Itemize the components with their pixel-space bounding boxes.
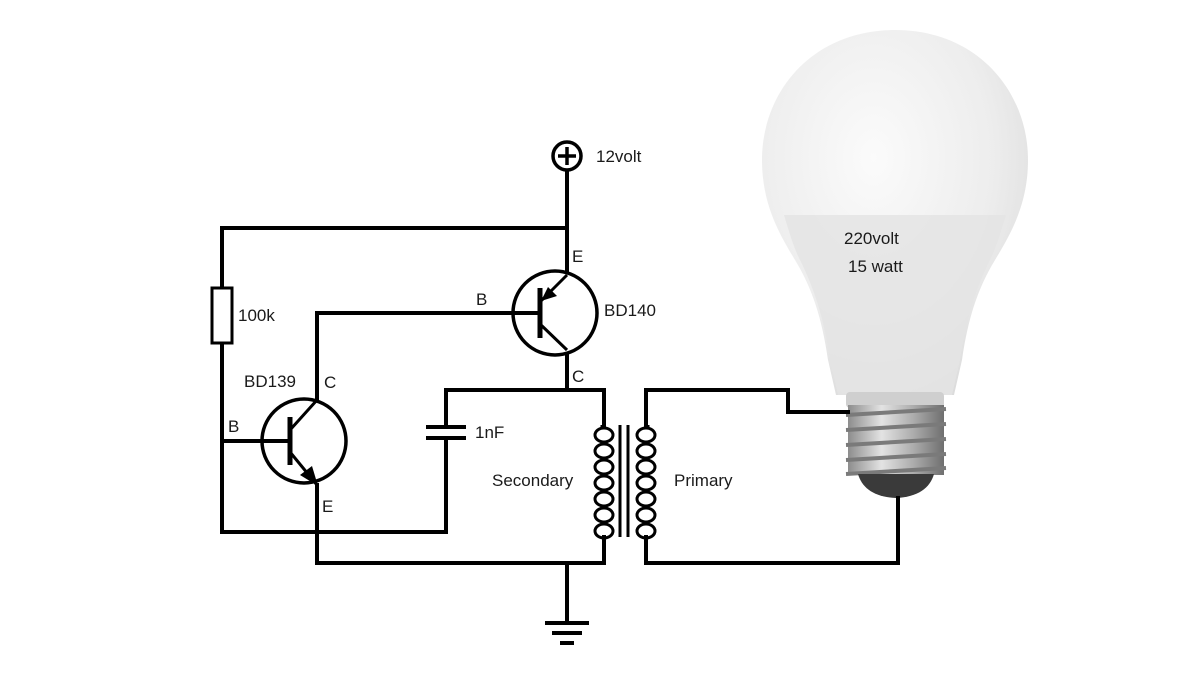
primary-coil bbox=[635, 425, 657, 540]
capacitor-label: 1nF bbox=[475, 423, 504, 442]
coil-loop bbox=[635, 522, 657, 540]
coil-loop bbox=[635, 426, 657, 444]
coil-loop bbox=[635, 474, 657, 492]
coil-loop bbox=[593, 458, 615, 476]
coil-loop bbox=[635, 458, 657, 476]
npn-base-label: B bbox=[228, 417, 239, 436]
npn-emitter-label: E bbox=[322, 497, 333, 516]
pnp-collector-label: C bbox=[572, 367, 584, 386]
coil-loop bbox=[635, 506, 657, 524]
coil-loop bbox=[593, 490, 615, 508]
secondary-label: Secondary bbox=[492, 471, 574, 490]
transistor-bd139: C B E BD139 bbox=[228, 372, 348, 516]
coil-loop bbox=[593, 522, 615, 540]
capacitor-1nf: 1nF bbox=[426, 423, 504, 442]
coil-loop bbox=[593, 474, 615, 492]
coil-loop bbox=[593, 506, 615, 524]
ground-icon bbox=[545, 621, 589, 645]
screw-base bbox=[845, 405, 947, 476]
transformer-core bbox=[618, 425, 630, 537]
coil-loop bbox=[593, 442, 615, 460]
coil-loop bbox=[635, 490, 657, 508]
light-bulb: 220volt 15 watt bbox=[762, 30, 1028, 498]
secondary-coil bbox=[593, 425, 615, 540]
resistor-100k: 100k bbox=[210, 286, 275, 345]
supply-terminal: 12volt bbox=[551, 140, 642, 172]
bulb-collar bbox=[846, 392, 944, 408]
resistor-label: 100k bbox=[238, 306, 275, 325]
primary-label: Primary bbox=[674, 471, 733, 490]
transistor-bd140: E B C BD140 bbox=[476, 247, 656, 386]
coil-loop bbox=[635, 442, 657, 460]
pnp-base-label: B bbox=[476, 290, 487, 309]
supply-label: 12volt bbox=[596, 147, 642, 166]
pnp-arrow-icon bbox=[541, 287, 557, 301]
npn-arrow-icon bbox=[300, 466, 318, 486]
base-contact-tip bbox=[858, 474, 934, 498]
circuit-wires bbox=[220, 170, 900, 624]
bulb-shade-band bbox=[784, 215, 1006, 395]
lamp-wattage-label: 15 watt bbox=[848, 257, 903, 276]
npn-collector-label: C bbox=[324, 373, 336, 392]
lamp-voltage-label: 220volt bbox=[844, 229, 899, 248]
pnp-emitter-label: E bbox=[572, 247, 583, 266]
npn-part-label: BD139 bbox=[244, 372, 296, 391]
coil-loop bbox=[593, 426, 615, 444]
transformer: Secondary Primary bbox=[492, 425, 733, 540]
pnp-part-label: BD140 bbox=[604, 301, 656, 320]
